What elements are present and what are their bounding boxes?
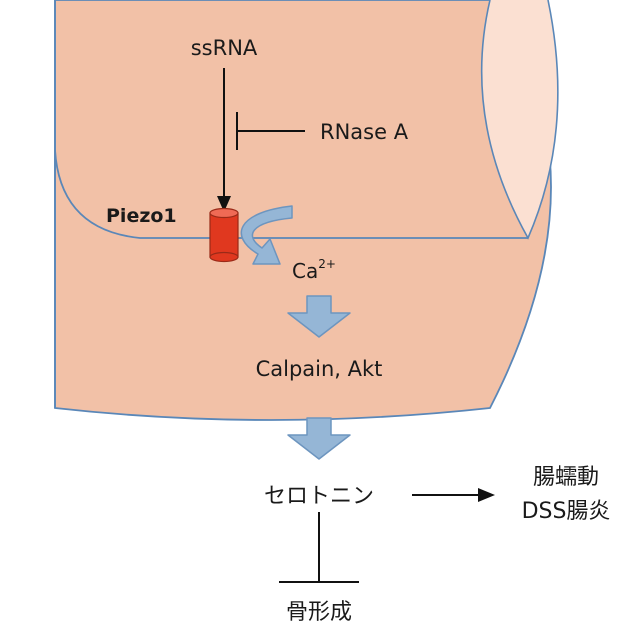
piezo1-channel-icon	[209, 207, 239, 263]
rnase-a-label: RNase A	[320, 120, 409, 144]
ssrna-arrowhead	[217, 196, 231, 212]
piezo1-label: Piezo1	[106, 205, 177, 227]
cell-membrane-line	[54, 149, 528, 239]
calcium-label: Ca2+	[292, 257, 336, 283]
block-arrow-2	[287, 417, 351, 460]
ca-influx-curved-arrow	[240, 205, 293, 265]
ssrna-label: ssRNA	[191, 36, 258, 60]
calcium-text: Ca	[292, 259, 318, 283]
intestinal-motility-label: 腸蠕動	[533, 465, 599, 490]
dss-colitis-label: DSS腸炎	[522, 499, 611, 524]
calpain-akt-label: Calpain, Akt	[256, 357, 383, 381]
serotonin-label: セロトニン	[264, 484, 374, 509]
bone-formation-label: 骨形成	[286, 600, 352, 625]
serotonin-effect-arrowhead	[478, 488, 495, 502]
block-arrow-1	[287, 295, 351, 338]
calcium-charge: 2+	[318, 257, 336, 271]
